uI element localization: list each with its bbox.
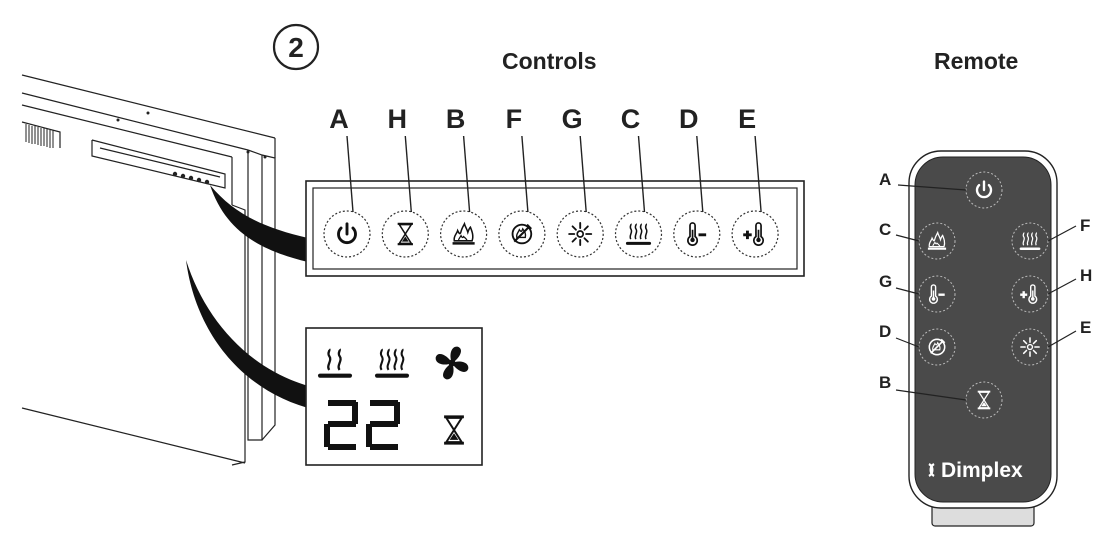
callout-line — [346, 135, 354, 213]
remote-letter-f: F — [1080, 216, 1091, 235]
control-button-temp-down[interactable] — [673, 210, 721, 258]
remote-callout-line — [895, 234, 920, 242]
remote-letter-h: H — [1080, 266, 1093, 285]
control-button-flame-color[interactable] — [498, 210, 546, 258]
control-button-flame[interactable] — [440, 210, 488, 258]
remote-callout-line — [895, 287, 920, 295]
remote-letter-a: A — [879, 170, 892, 189]
control-button-heat-high[interactable] — [614, 210, 663, 258]
control-button-power[interactable] — [323, 210, 371, 258]
remote-button-power[interactable] — [965, 171, 1003, 209]
remote-button-flame-color[interactable] — [918, 328, 956, 366]
callout-sweep-display — [186, 260, 316, 410]
callout-line — [696, 135, 704, 213]
controls-heading: Controls — [502, 48, 597, 74]
callout-line — [637, 135, 646, 213]
control-letter-h: H — [387, 104, 408, 134]
remote-callout-line — [1047, 330, 1077, 348]
remote-button-temp-up[interactable] — [1011, 275, 1049, 313]
control-button-timer[interactable] — [381, 210, 429, 258]
control-letter-b: B — [445, 104, 466, 134]
remote-callout-line — [1047, 278, 1077, 295]
callout-line — [462, 135, 471, 213]
control-letter-f: F — [505, 104, 523, 134]
remote-callout-line — [897, 184, 967, 191]
control-button-temp-up[interactable] — [731, 210, 779, 258]
remote-letter-c: C — [879, 220, 892, 239]
remote-button-brightness[interactable] — [1011, 328, 1049, 366]
callout-sweep-controls — [210, 185, 308, 262]
control-letter-d: D — [679, 104, 699, 134]
remote-letter-b: B — [879, 373, 892, 392]
callout-line — [521, 135, 529, 213]
control-letter-g: G — [561, 104, 583, 134]
remote-callout-line — [895, 389, 967, 401]
remote-letter-e: E — [1080, 318, 1092, 337]
remote-brand-label: Dimplex — [941, 459, 1023, 482]
remote-button-timer[interactable] — [965, 381, 1003, 419]
dimplex-logo-mark — [928, 463, 935, 477]
control-button-brightness[interactable] — [556, 210, 604, 258]
remote-button-flame[interactable] — [918, 222, 956, 260]
display-panel — [305, 327, 483, 466]
callout-line — [579, 135, 587, 213]
control-letter-e: E — [738, 104, 757, 134]
controls-panel — [305, 180, 805, 277]
remote-letter-d: D — [879, 322, 892, 341]
remote-letter-g: G — [879, 272, 893, 291]
remote-callout-line — [1047, 225, 1077, 242]
callout-line — [754, 135, 762, 213]
remote-button-temp-down[interactable] — [918, 275, 956, 313]
step-number: 2 — [288, 32, 304, 63]
fireplace-unit — [21, 74, 276, 466]
remote-heading: Remote — [934, 48, 1019, 74]
temperature-digits — [324, 400, 400, 450]
control-letter-c: C — [620, 104, 641, 134]
control-letter-a: A — [329, 104, 349, 134]
remote-button-heat-high[interactable] — [1011, 222, 1049, 260]
step-number-badge — [272, 23, 320, 71]
remote-callout-line — [895, 337, 920, 348]
callout-line — [404, 135, 412, 213]
